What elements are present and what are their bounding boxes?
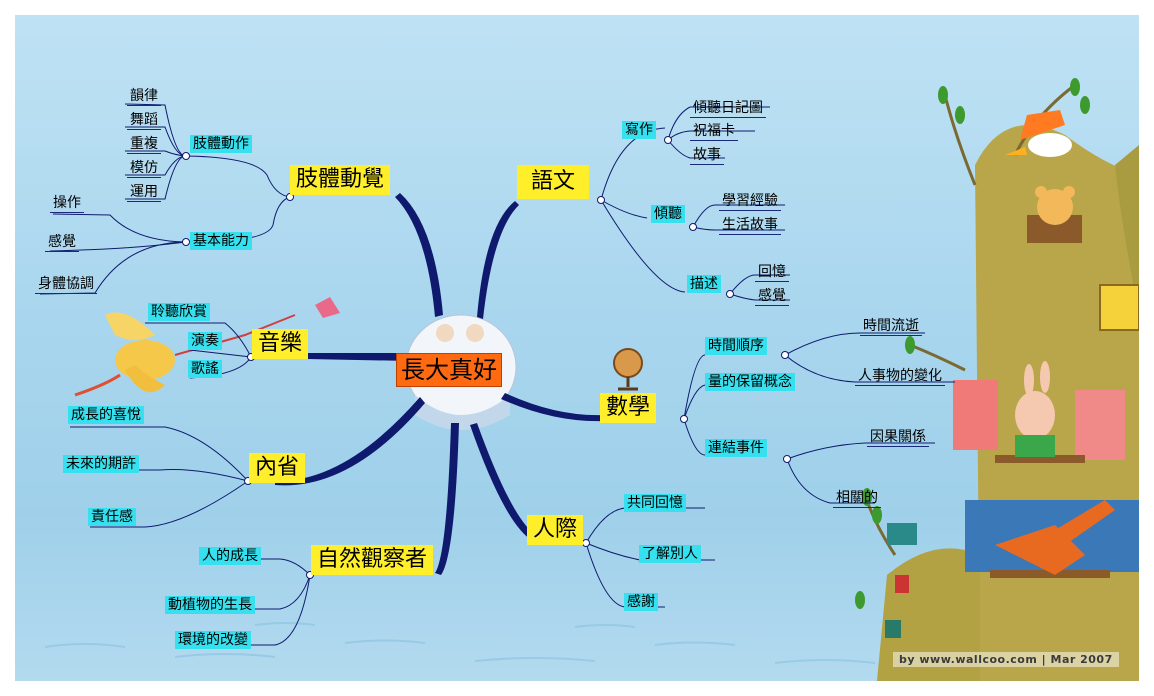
branch-nature: [435, 423, 459, 575]
branch-lines: [39, 103, 955, 646]
item-operate[interactable]: 操作: [50, 194, 84, 213]
item-related[interactable]: 相關的: [833, 489, 881, 508]
item-listening-appreciation[interactable]: 聆聽欣賞: [148, 303, 210, 321]
central-topic[interactable]: 長大真好: [396, 353, 502, 387]
topic-intrapersonal[interactable]: 內省: [249, 453, 306, 483]
topic-body-kinesthetic[interactable]: 肢體動覺: [290, 165, 391, 195]
item-greeting-card[interactable]: 祝福卡: [690, 122, 738, 141]
branch-body: [395, 193, 443, 317]
item-changes[interactable]: 人事物的變化: [855, 367, 945, 386]
item-understand-others[interactable]: 了解別人: [639, 545, 701, 563]
topic-interpersonal[interactable]: 人際: [527, 515, 584, 545]
subtopic-basic-ability[interactable]: 基本能力: [190, 232, 252, 250]
subtopic-linking-events[interactable]: 連結事件: [705, 439, 767, 457]
item-time-passing[interactable]: 時間流逝: [860, 317, 922, 336]
branch-music: [307, 353, 410, 361]
topic-music[interactable]: 音樂: [252, 329, 309, 359]
branch-math: [501, 393, 605, 422]
subtopic-describe[interactable]: 描述: [687, 275, 721, 293]
item-imitate[interactable]: 模仿: [127, 159, 161, 178]
item-joy-of-growth[interactable]: 成長的喜悅: [68, 406, 144, 424]
subtopic-body-movement[interactable]: 肢體動作: [190, 135, 252, 153]
topic-naturalist[interactable]: 自然觀察者: [311, 545, 434, 575]
item-responsibility[interactable]: 責任感: [88, 508, 136, 526]
item-life-story[interactable]: 生活故事: [719, 216, 781, 235]
item-story[interactable]: 故事: [690, 146, 724, 165]
item-listening-diary[interactable]: 傾聽日記圖: [690, 99, 766, 118]
item-apply[interactable]: 運用: [127, 183, 161, 202]
item-shared-memories[interactable]: 共同回憶: [624, 494, 686, 512]
item-memories[interactable]: 回憶: [755, 263, 789, 282]
topic-math[interactable]: 數學: [600, 393, 657, 423]
background-illustration: [44, 78, 1139, 681]
item-feelings[interactable]: 感覺: [755, 287, 789, 306]
item-environment-change[interactable]: 環境的改變: [175, 631, 251, 649]
wallpaper-credit: by www.wallcoo.com | Mar 2007: [893, 652, 1119, 667]
subtopic-listening[interactable]: 傾聽: [651, 205, 685, 223]
item-learning-experience[interactable]: 學習經驗: [719, 192, 781, 211]
branch-social: [470, 423, 537, 541]
item-human-growth[interactable]: 人的成長: [199, 547, 261, 565]
item-perform[interactable]: 演奏: [188, 332, 222, 350]
item-gratitude[interactable]: 感謝: [624, 593, 658, 611]
item-feel[interactable]: 感覺: [45, 233, 79, 252]
subtopic-writing[interactable]: 寫作: [622, 121, 656, 139]
item-cause-effect[interactable]: 因果關係: [867, 428, 929, 447]
subtopic-time-sequence[interactable]: 時間順序: [705, 337, 767, 355]
item-plant-animal-growth[interactable]: 動植物的生長: [165, 596, 255, 614]
item-future-hopes[interactable]: 未來的期許: [63, 455, 139, 473]
topic-language[interactable]: 語文: [517, 165, 590, 199]
branch-lang: [477, 201, 519, 319]
item-repeat[interactable]: 重複: [127, 135, 161, 154]
item-rhythm[interactable]: 韻律: [127, 87, 161, 106]
item-dance[interactable]: 舞蹈: [127, 111, 161, 130]
item-songs[interactable]: 歌謠: [188, 360, 222, 378]
item-coordination[interactable]: 身體協調: [35, 275, 97, 294]
mindmap-canvas: 長大真好 肢體動覺 肢體動作 韻律 舞蹈 重複 模仿 運用 基本能力 操作 感覺…: [15, 15, 1139, 681]
subtopic-conservation[interactable]: 量的保留概念: [705, 373, 795, 391]
